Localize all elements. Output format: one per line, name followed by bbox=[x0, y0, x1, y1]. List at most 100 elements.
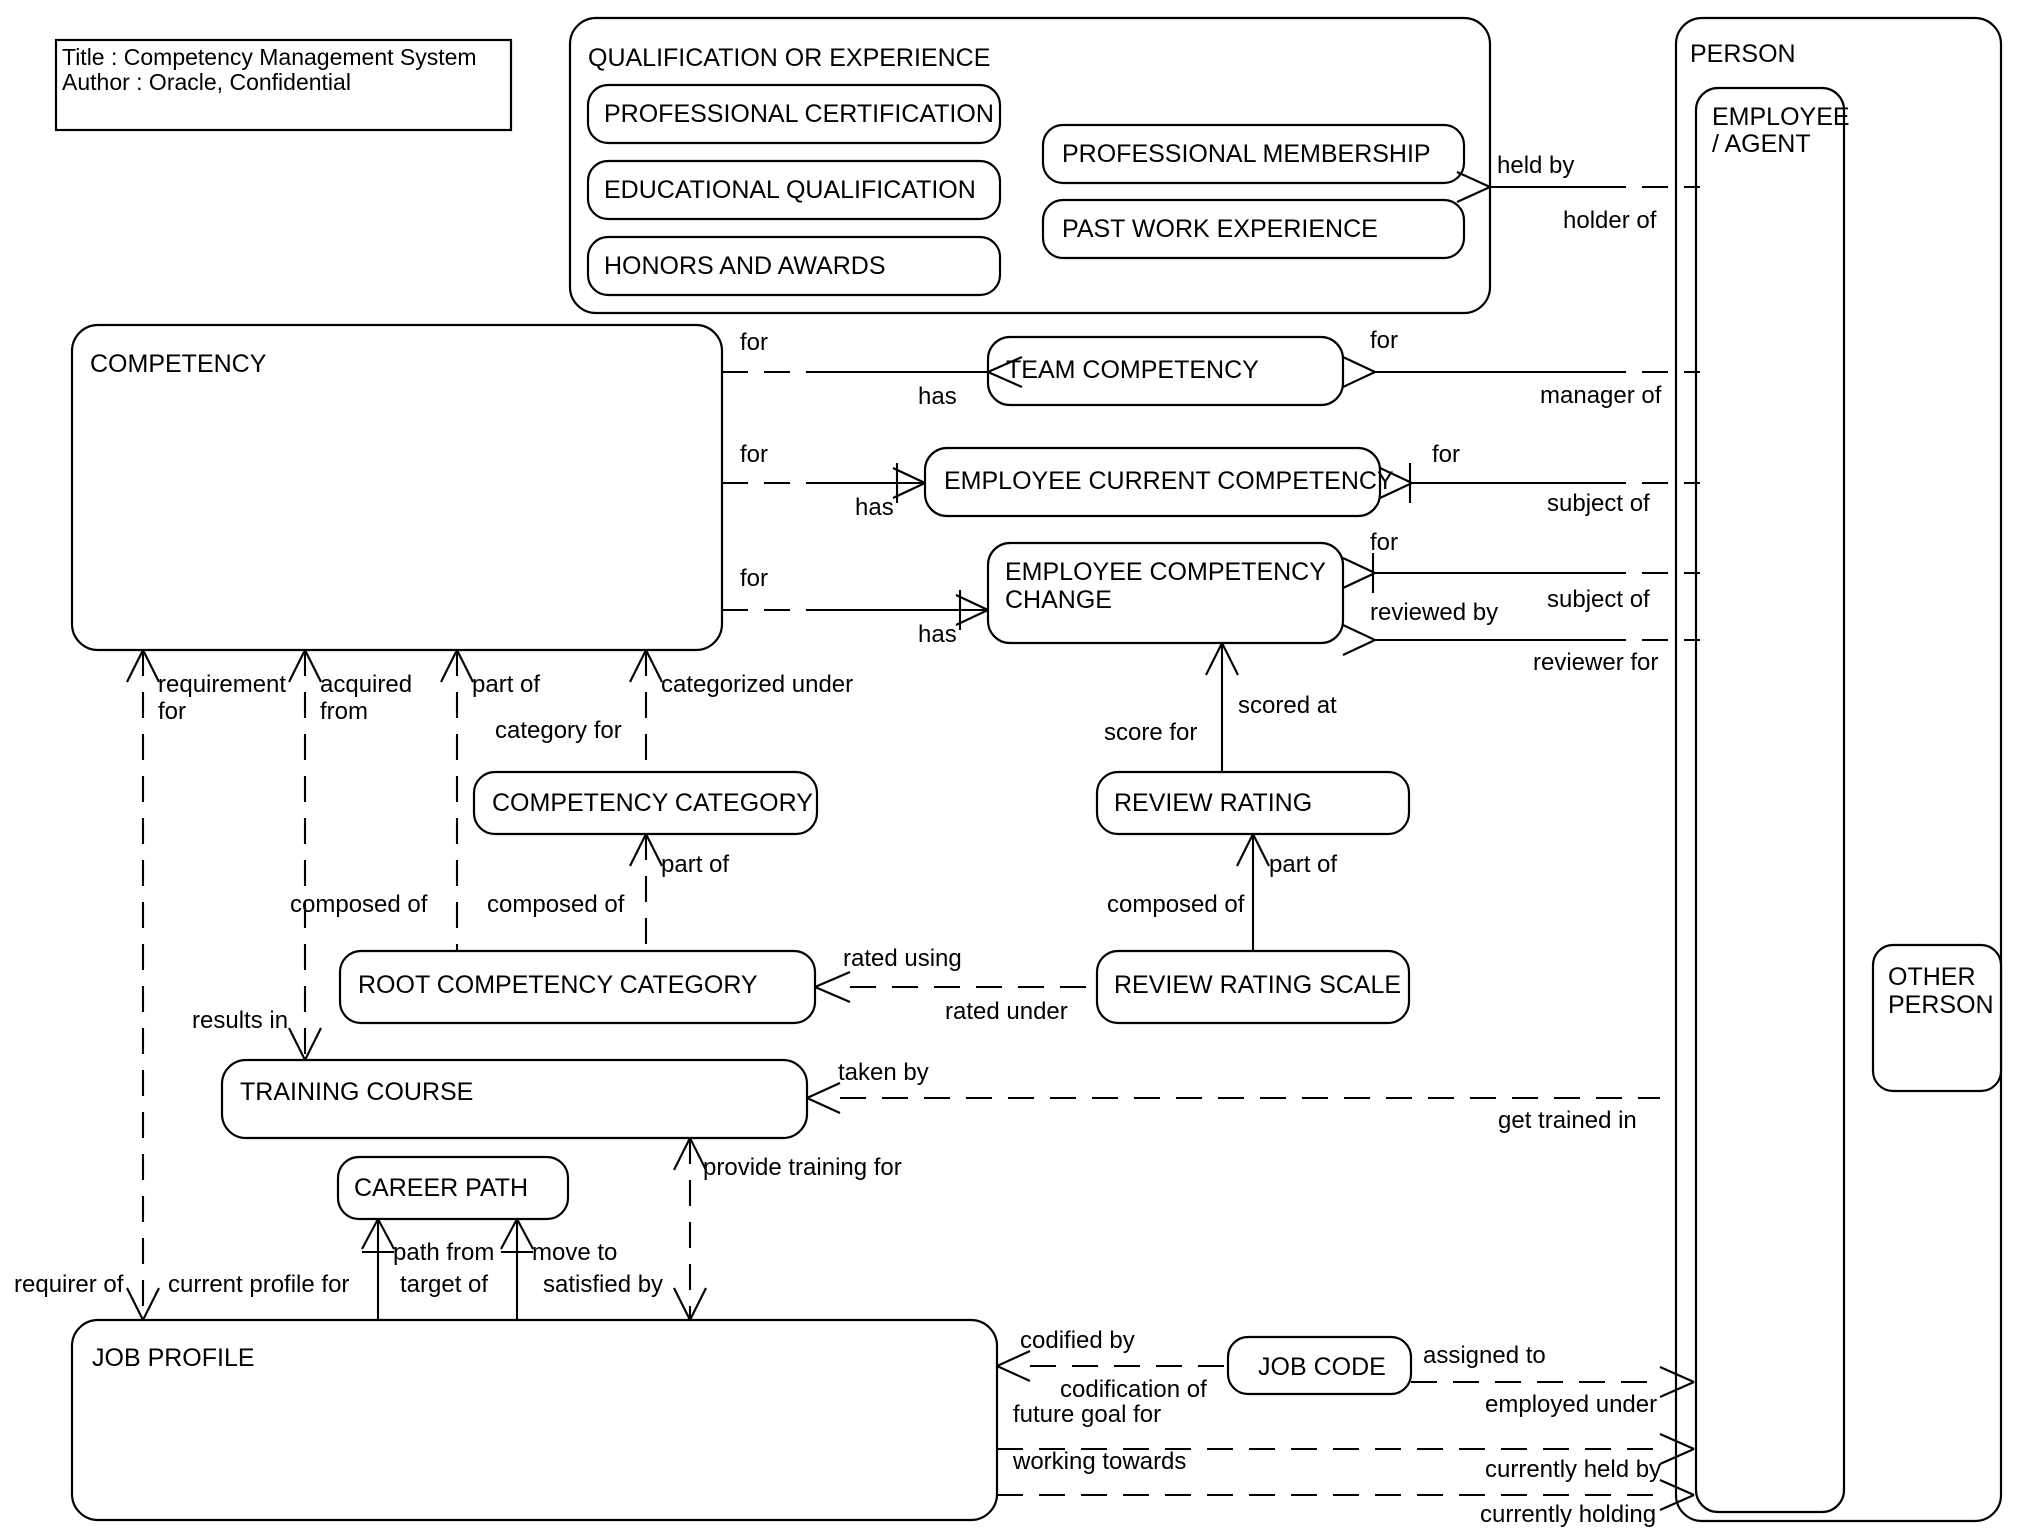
rel-label-taken-by: taken by bbox=[838, 1059, 929, 1086]
rel-label-satisfied-by: satisfied by bbox=[543, 1271, 663, 1298]
title-line-2: Author : Oracle, Confidential bbox=[62, 69, 351, 95]
entity-review-rating[interactable]: REVIEW RATING bbox=[1095, 770, 1411, 836]
entity-competency[interactable]: COMPETENCY bbox=[70, 323, 724, 652]
relationship-codified-by: codified by codification of bbox=[996, 1327, 1228, 1403]
rel-label-for-ecc: for bbox=[740, 441, 768, 468]
relationship-part-of-root: part of composed of bbox=[440, 649, 625, 951]
entity-career-path[interactable]: CAREER PATH bbox=[336, 1155, 570, 1221]
entity-employee-competency-change[interactable]: EMPLOYEE COMPETENCY CHANGE bbox=[986, 541, 1345, 645]
rel-label-manager-of: manager of bbox=[1540, 382, 1662, 409]
entity-label-emp-comp-change-2: CHANGE bbox=[1005, 586, 1112, 614]
rel-label-held-by: held by bbox=[1497, 152, 1574, 179]
entity-label-comp-category: COMPETENCY CATEGORY bbox=[492, 789, 813, 817]
relationship-emp-cur-comp-left: for has bbox=[722, 441, 926, 521]
relationship-scored-at: scored at score for bbox=[1104, 642, 1337, 772]
entity-training-course[interactable]: TRAINING COURSE bbox=[220, 1058, 809, 1140]
rel-label-for-team-right: for bbox=[1370, 327, 1398, 354]
entity-job-code[interactable]: JOB CODE bbox=[1226, 1335, 1413, 1396]
rel-label-composed-of-left: composed of bbox=[290, 891, 428, 918]
rel-label-reviewer-for: reviewer for bbox=[1533, 649, 1658, 676]
rel-label-move-to: move to bbox=[532, 1239, 617, 1266]
relationship-taken-by: taken by get trained in bbox=[806, 1059, 1660, 1134]
entity-job-profile[interactable]: JOB PROFILE bbox=[70, 1318, 999, 1522]
relationship-move-to: move to target of bbox=[400, 1218, 617, 1320]
rel-label-composed-of-mid: composed of bbox=[487, 891, 625, 918]
rel-label-current-profile-for: current profile for bbox=[168, 1271, 349, 1298]
entity-team-competency[interactable]: TEAM COMPETENCY bbox=[986, 335, 1345, 407]
entity-past-work-experience[interactable]: PAST WORK EXPERIENCE bbox=[1041, 198, 1466, 260]
entity-label-root-comp-cat: ROOT COMPETENCY CATEGORY bbox=[358, 971, 758, 999]
entity-label-review-rating: REVIEW RATING bbox=[1114, 789, 1312, 817]
rel-label-rated-under: rated under bbox=[945, 998, 1068, 1025]
entity-competency-category[interactable]: COMPETENCY CATEGORY bbox=[472, 770, 819, 836]
relationship-path-from: path from current profile for bbox=[168, 1218, 494, 1320]
rel-label-has-ecch: has bbox=[918, 621, 957, 648]
rel-label-target-of: target of bbox=[400, 1271, 488, 1298]
rel-label-for-ecc-right: for bbox=[1432, 441, 1460, 468]
entity-label-person: PERSON bbox=[1690, 40, 1796, 68]
entity-label-other-person: PERSON bbox=[1888, 991, 1994, 1019]
entity-label-employee: EMPLOYEE bbox=[1712, 103, 1850, 131]
rel-label-requirement-for-2: for bbox=[158, 698, 186, 725]
rel-label-acquired-from-1: acquired bbox=[320, 671, 412, 698]
entity-label-prof-member: PROFESSIONAL MEMBERSHIP bbox=[1062, 140, 1431, 168]
rel-label-for-ecch: for bbox=[740, 565, 768, 592]
relationship-future-goal-for: future goal for currently held by bbox=[997, 1401, 1695, 1483]
entity-label-team-competency: TEAM COMPETENCY bbox=[1006, 356, 1259, 384]
relationship-held-by: held by holder of bbox=[1456, 152, 1700, 234]
rel-label-scored-at: scored at bbox=[1238, 692, 1337, 719]
rel-label-working-towards: currently held by bbox=[1485, 1456, 1661, 1483]
title-block: Title : Competency Management System Aut… bbox=[54, 38, 513, 132]
entity-review-rating-scale[interactable]: REVIEW RATING SCALE bbox=[1095, 949, 1411, 1025]
relationship-assigned-to: assigned to employed under bbox=[1411, 1342, 1695, 1418]
rel-label-acquired-from-2: from bbox=[320, 698, 368, 725]
rel-label-score-for: score for bbox=[1104, 719, 1197, 746]
rel-label-path-from: path from bbox=[393, 1239, 494, 1266]
relationship-categorized-under: categorized under category for bbox=[495, 649, 853, 772]
rel-label-provide-training-for: provide training for bbox=[703, 1154, 902, 1181]
rel-label-requirer-of: requirer of bbox=[14, 1271, 124, 1298]
relationship-reviewed-by: reviewed by reviewer for bbox=[1342, 599, 1700, 676]
rel-label-for-team: for bbox=[740, 329, 768, 356]
entity-employee-agent[interactable]: EMPLOYEE / AGENT bbox=[1694, 86, 1850, 1514]
entity-professional-membership[interactable]: PROFESSIONAL MEMBERSHIP bbox=[1041, 123, 1466, 185]
rel-label-assigned-to: assigned to bbox=[1423, 1342, 1546, 1369]
entity-other-person[interactable]: OTHER PERSON bbox=[1871, 943, 2003, 1093]
entity-professional-certification[interactable]: PROFESSIONAL CERTIFICATION bbox=[586, 83, 1002, 145]
rel-label-rated-using: rated using bbox=[843, 945, 962, 972]
rel-label-currently-holding: currently holding bbox=[1480, 1501, 1656, 1528]
entity-label-job-code: JOB CODE bbox=[1258, 1353, 1386, 1381]
entity-label-agent: / AGENT bbox=[1712, 130, 1811, 158]
entity-label-career-path: CAREER PATH bbox=[354, 1174, 528, 1202]
entity-employee-current-competency[interactable]: EMPLOYEE CURRENT COMPETENCY bbox=[923, 446, 1394, 518]
entity-label-edu-qual: EDUCATIONAL QUALIFICATION bbox=[604, 176, 976, 204]
rel-label-categorized-under: categorized under bbox=[661, 671, 853, 698]
entity-honors-and-awards[interactable]: HONORS AND AWARDS bbox=[586, 235, 1002, 297]
rel-label-has-ecc: has bbox=[855, 494, 894, 521]
relationship-provide-training-for: provide training for satisfied by bbox=[543, 1137, 902, 1321]
relationship-team-competency-left: for has bbox=[722, 329, 1023, 410]
entity-label-emp-cur-comp: EMPLOYEE CURRENT COMPETENCY bbox=[944, 467, 1394, 495]
entity-label-job-profile: JOB PROFILE bbox=[92, 1344, 255, 1372]
rel-label-codified-by: codified by bbox=[1020, 1327, 1135, 1354]
relationship-rated-using: rated using rated under bbox=[814, 945, 1097, 1025]
rel-label-category-for: category for bbox=[495, 717, 622, 744]
rel-label-future-goal-for: future goal for bbox=[1013, 1401, 1161, 1428]
entity-educational-qualification[interactable]: EDUCATIONAL QUALIFICATION bbox=[586, 159, 1002, 221]
entity-label-emp-comp-change-1: EMPLOYEE COMPETENCY bbox=[1005, 558, 1326, 586]
relationship-rating-part-of: part of composed of bbox=[1107, 833, 1337, 951]
entity-root-competency-category[interactable]: ROOT COMPETENCY CATEGORY bbox=[338, 949, 817, 1025]
rel-label-results-in: results in bbox=[192, 1007, 288, 1034]
relationship-team-competency-right: for manager of bbox=[1342, 327, 1700, 409]
relationship-comp-cat-part-of: part of bbox=[629, 833, 729, 951]
rel-label-get-trained-in: get trained in bbox=[1498, 1107, 1637, 1134]
rel-label-has-team: has bbox=[918, 383, 957, 410]
rel-label-for-ecch-right: for bbox=[1370, 529, 1398, 556]
relationship-emp-comp-change-subject: for subject of bbox=[1342, 529, 1700, 613]
entity-label-past-work: PAST WORK EXPERIENCE bbox=[1062, 215, 1378, 243]
relationship-requirement-for: requirement for requirer of bbox=[14, 649, 286, 1321]
entity-label-review-rating-scale: REVIEW RATING SCALE bbox=[1114, 971, 1401, 999]
relationship-emp-cur-comp-right: for subject of bbox=[1379, 441, 1700, 517]
rel-label-codification-of: codification of bbox=[1060, 1376, 1207, 1403]
